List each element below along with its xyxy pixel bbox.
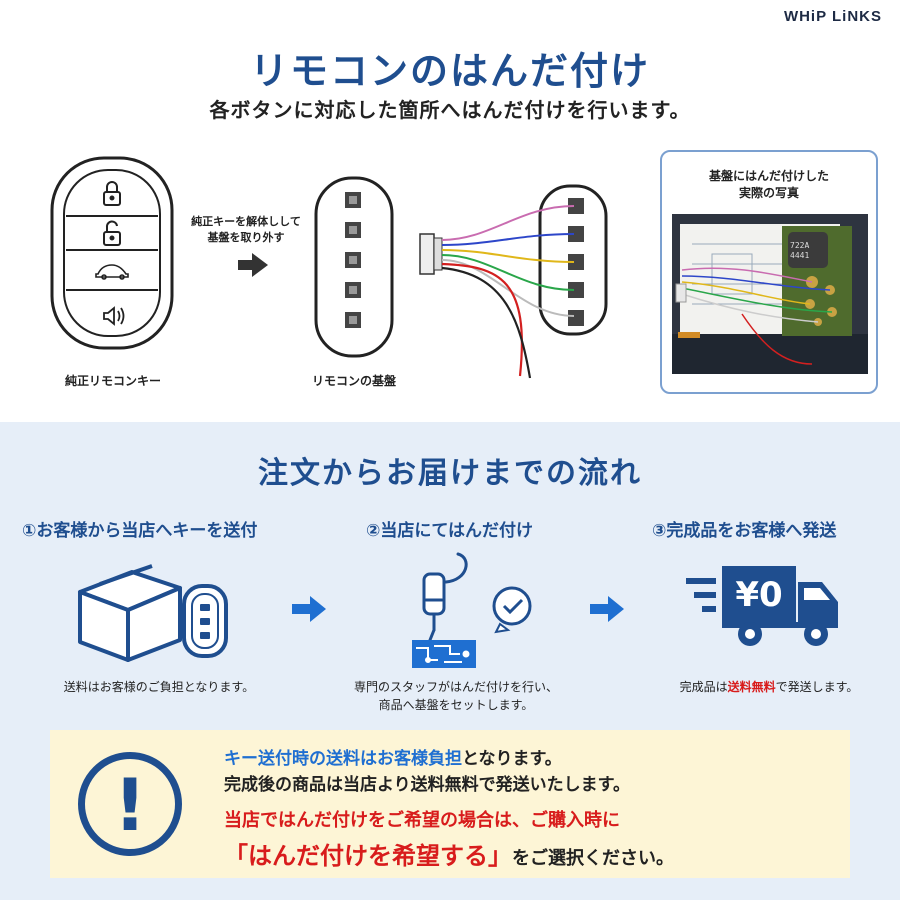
lock-icon [103,181,121,206]
step3-desc-pre: 完成品は [679,680,728,694]
delivery-truck-icon: ¥0 [686,566,838,646]
photo-chip-label: 722A [790,241,809,250]
step3-desc-free-shipping: 送料無料 [727,680,776,694]
step2-heading: ②当店にてはんだ付け [366,521,534,541]
disassemble-note: 純正キーを解体しして 基盤を取り外す [191,215,301,244]
unlock-icon [103,220,121,246]
section1-subtitle: 各ボタンに対応した箇所へはんだ付けを行います。 [209,98,691,122]
flow-arrow-1 [292,596,326,622]
remote-board-illustration [314,176,394,358]
speaker-icon [103,306,125,326]
check-icon [492,586,532,626]
notice-line1: キー送付時の送料はお客様負担となります。 [224,744,562,769]
notice-line4: 「はんだ付けを希望する」をご選択ください。 [224,836,674,871]
notice-box: ! キー送付時の送料はお客様負担となります。 完成後の商品は当店より送料無料で発… [50,730,850,878]
notice-line1-highlight: キー送付時の送料はお客様負担 [224,749,462,769]
flow-arrow-2 [590,596,624,622]
brand-logo: WHiP LiNKS [783,8,882,25]
package-with-key-icon [78,564,228,662]
soldering-diagram [50,156,608,379]
step3-heading: ③完成品をお客様へ発送 [652,521,837,541]
soldered-board-photo: 722A 4441 [672,214,868,374]
step2-description: 専門のスタッフがはんだ付けを行い、 商品へ基盤をセットします。 [353,680,558,712]
car-trunk-icon [95,264,129,280]
section1-title: リモコンのはんだ付け [249,49,650,93]
notice-line1-rest: となります。 [462,749,562,769]
notice-line3: 当店ではんだ付けをご希望の場合は、ご購入時に [224,810,620,831]
soldered-photo-panel: 基盤にはんだ付けした 実際の写真 722A 4441 [660,150,878,394]
section2-title: 注文からお届けまでの流れ [258,456,642,491]
wired-board-illustration [419,184,608,379]
step3-description: 完成品は送料無料で発送します。 [654,678,884,696]
key-fob-illustration [50,156,174,350]
step3-desc-post: で発送します。 [775,680,859,694]
notice-line4-highlight: 「はんだ付けを希望する」 [224,842,512,870]
step1-description: 送料はお客様のご負担となります。 [63,680,255,694]
truck-price-label: ¥0 [735,575,782,615]
notice-line4-rest: をご選択ください。 [512,848,674,869]
notice-line2: 完成後の商品は当店より送料無料で発送いたします。 [224,775,630,795]
exclamation-icon: ! [78,752,182,856]
svg-text:4441: 4441 [790,251,809,260]
step1-heading: ①お客様から当店へキーを送付 [22,521,258,541]
photo-caption: 基盤にはんだ付けした 実際の写真 [708,169,829,200]
board-caption: リモコンの基盤 [311,374,396,388]
key-caption: 純正リモコンキー [64,374,161,388]
soldering-iron-icon [412,552,532,668]
